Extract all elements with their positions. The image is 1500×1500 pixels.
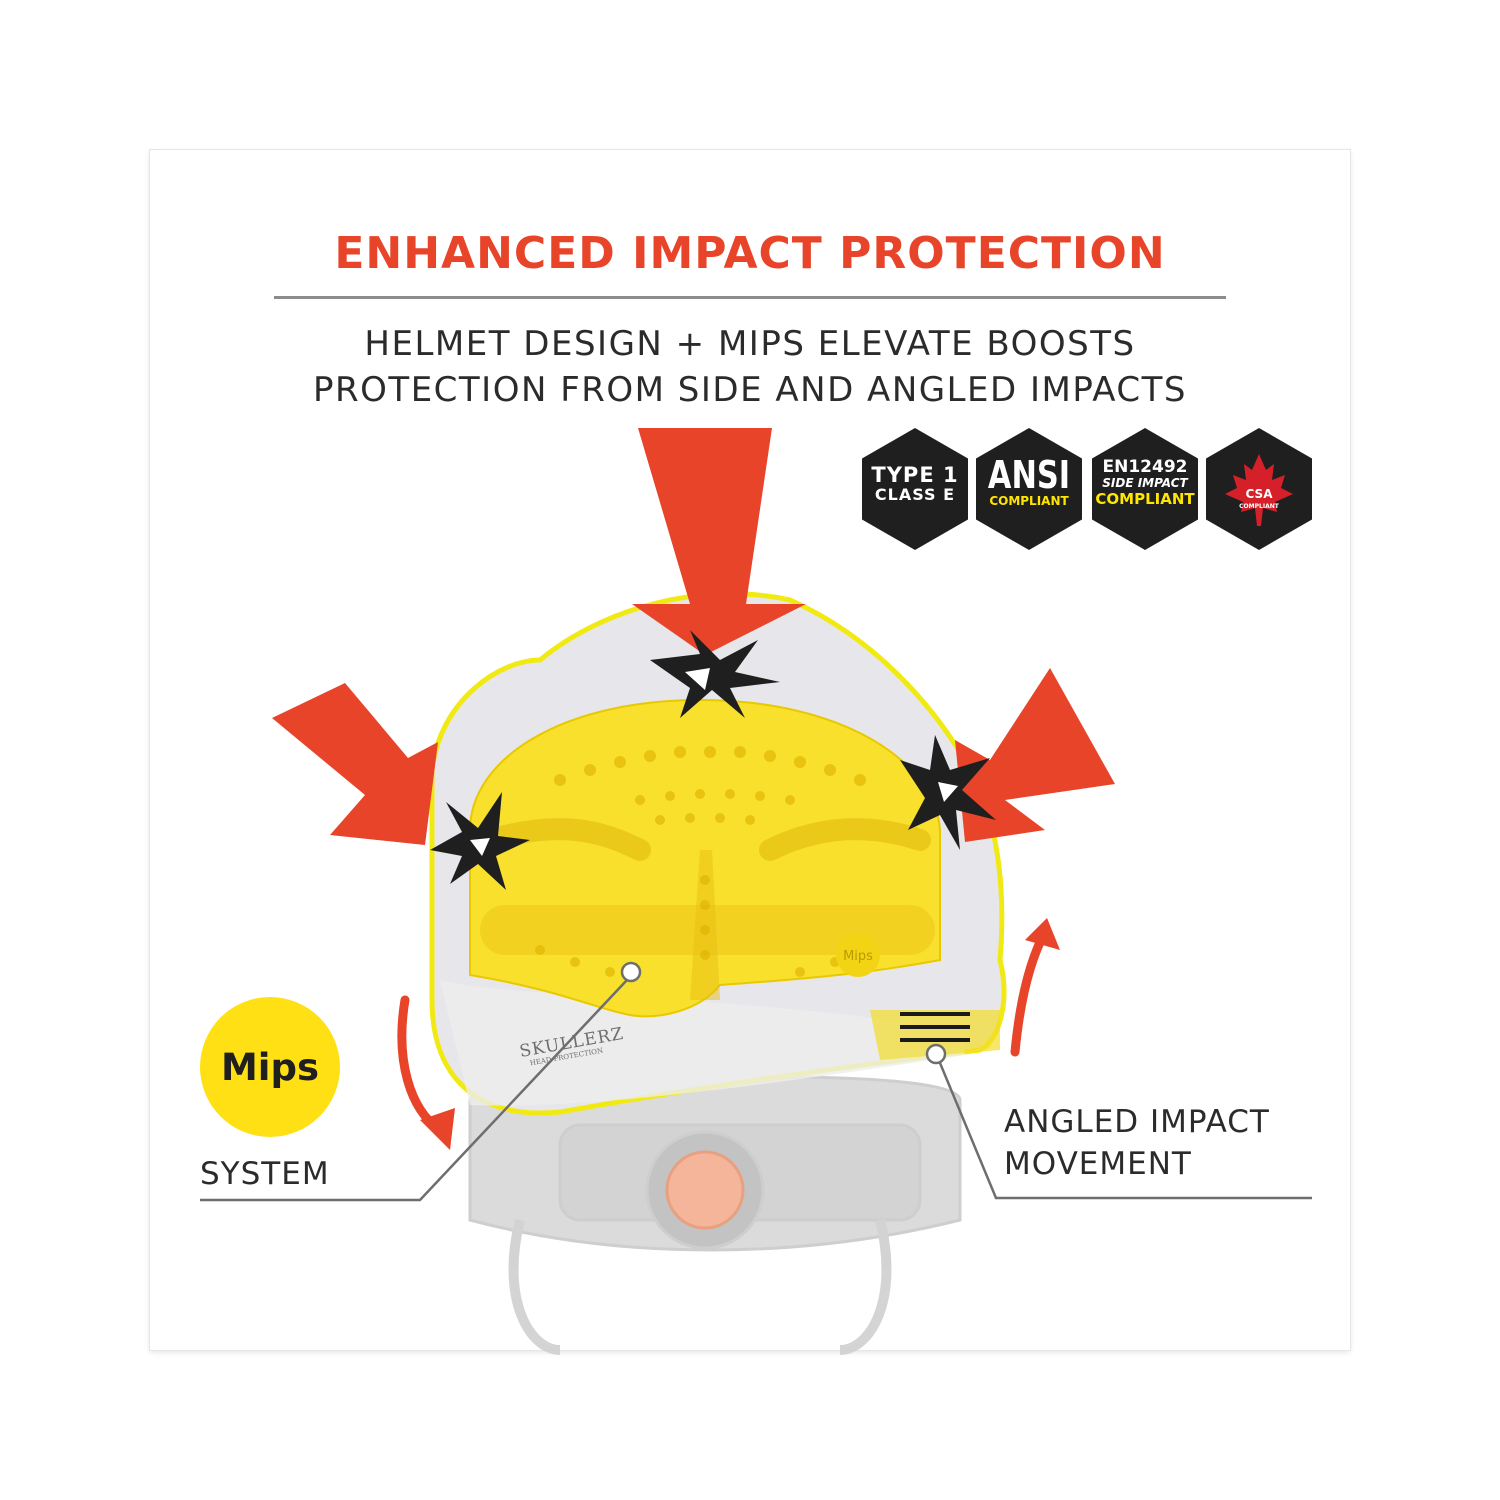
mips-logo: Mips <box>200 997 340 1137</box>
maple-leaf-icon: CSA COMPLIANT <box>1225 454 1293 526</box>
badge-text: CSA <box>1246 487 1274 501</box>
subheadline-line-1: HELMET DESIGN + MIPS ELEVATE BOOSTS <box>364 324 1136 364</box>
badge-text: COMPLIANT <box>989 494 1069 508</box>
liner-mips-logo: Mips <box>843 949 873 964</box>
subheadline-line-2: PROTECTION FROM SIDE AND ANGLED IMPACTS <box>313 370 1187 410</box>
badge-text: ANSI <box>987 453 1071 497</box>
callout-lines <box>200 961 1312 1202</box>
headline: ENHANCED IMPACT PROTECTION <box>334 228 1166 279</box>
impact-arrow-icon <box>272 683 438 845</box>
badge-text: CLASS E <box>874 485 956 504</box>
badge-text: COMPLIANT <box>1239 503 1280 510</box>
impact-arrow-icon <box>632 428 806 655</box>
impact-arrow-icon <box>955 668 1115 842</box>
badge-text: TYPE 1 <box>871 463 959 487</box>
badge-text: SIDE IMPACT <box>1102 476 1188 490</box>
adjustment-dial <box>665 1150 745 1230</box>
movement-lines-icon <box>900 1012 970 1042</box>
divider <box>274 296 1226 299</box>
impact-spark-icon <box>430 792 530 890</box>
movement-label: MOVEMENT <box>1004 1146 1192 1182</box>
rotation-arrow-heads <box>420 918 1060 1150</box>
impact-spark-icon <box>650 630 780 718</box>
badge-text: EN12492 <box>1102 457 1188 477</box>
impact-spark-icon <box>900 735 996 850</box>
mips-liner: Mips <box>469 698 941 1018</box>
angled-impact-label: ANGLED IMPACT <box>1004 1104 1270 1140</box>
badge-text: COMPLIANT <box>1095 490 1195 508</box>
system-label: SYSTEM <box>200 1156 330 1192</box>
